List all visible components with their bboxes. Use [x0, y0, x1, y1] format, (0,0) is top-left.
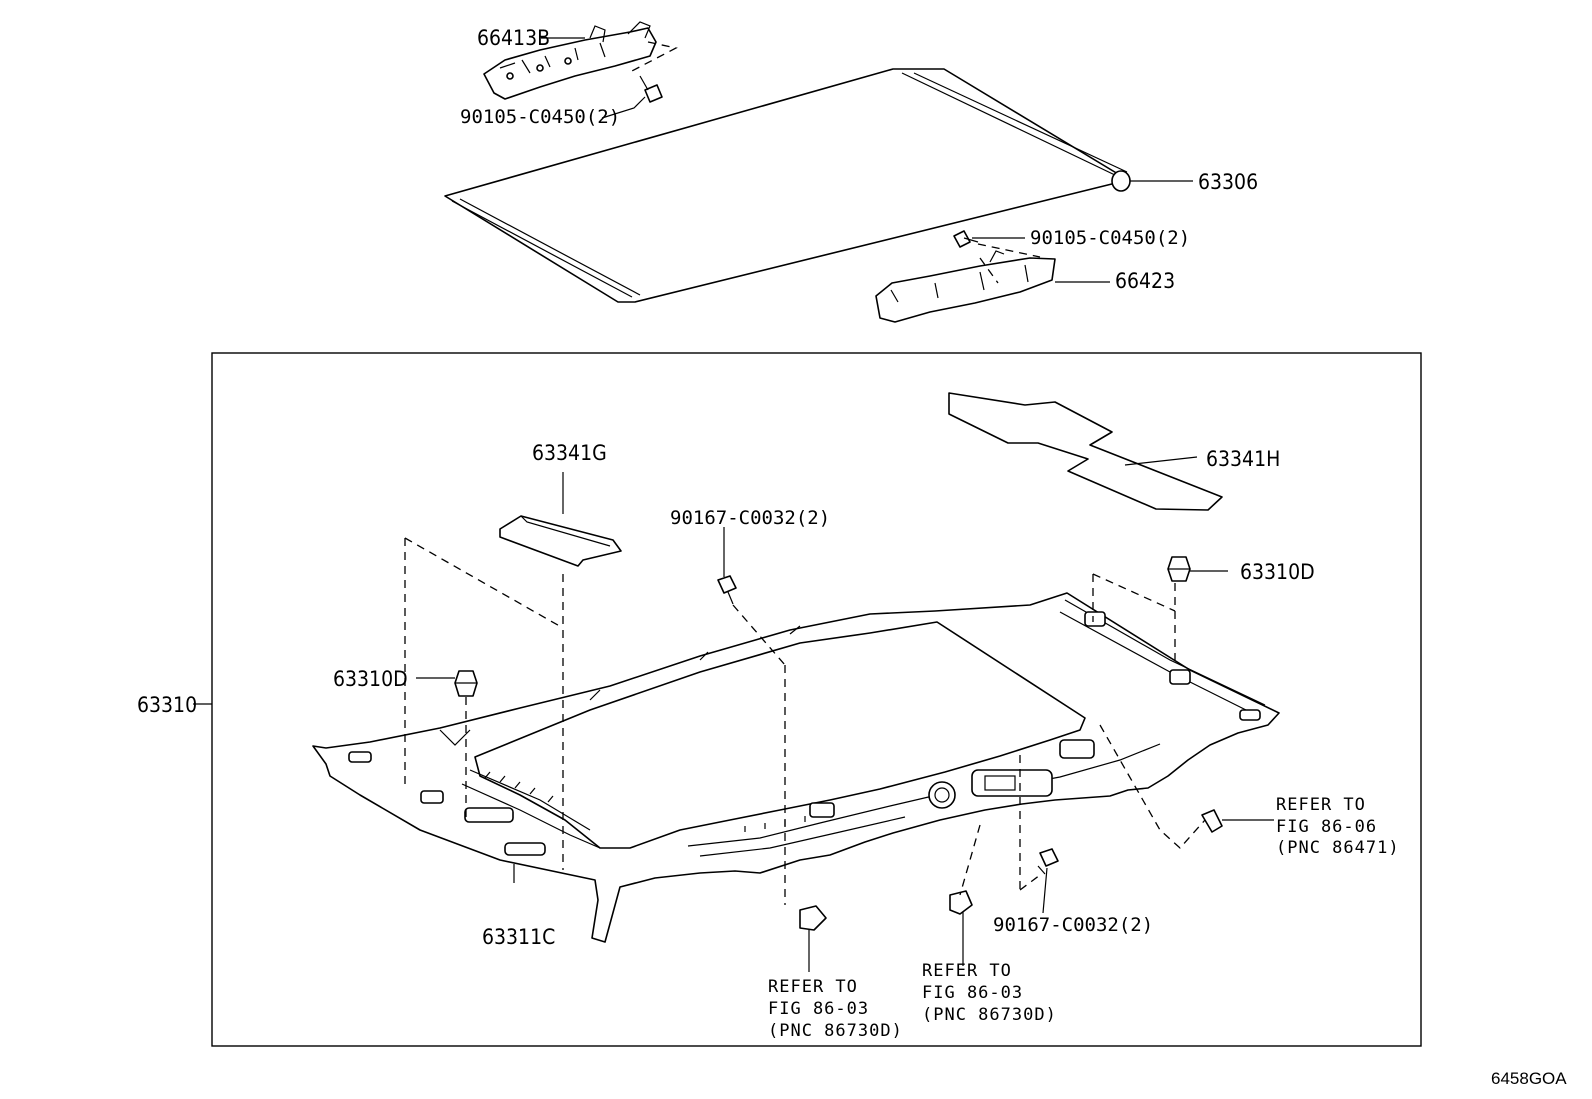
reference-86730D-a-line3: (PNC 86730D) [768, 1021, 903, 1041]
reference-86730D-b: REFER TO FIG 86-03 (PNC 86730D) [922, 961, 1057, 1025]
label-90105-mid: 90105-C0450(2) [1030, 227, 1190, 249]
label-63341G: 63341G [532, 441, 607, 465]
label-63341H: 63341H [1206, 447, 1280, 471]
bolt-90105-top[interactable] [639, 75, 663, 103]
clip-86730D-b[interactable] [949, 890, 973, 915]
clip-63310D-left[interactable] [454, 670, 478, 697]
reference-86730D-b-line1: REFER TO [922, 961, 1012, 981]
screw-90167-bottom[interactable] [1037, 848, 1059, 875]
label-63310D-right: 63310D [1240, 560, 1315, 584]
reference-86471-line3: (PNC 86471) [1276, 838, 1400, 858]
clip-86730D-a[interactable] [799, 905, 827, 931]
screw-90167-top[interactable] [717, 575, 737, 605]
reference-86471-line1: REFER TO [1276, 795, 1366, 815]
label-63310D-left: 63310D [333, 667, 408, 691]
label-63306: 63306 [1198, 170, 1258, 194]
assembly-frame-63310 [211, 352, 1422, 1047]
figure-code: 6458GOA [1491, 1069, 1567, 1088]
bolt-90105-mid[interactable] [953, 230, 979, 248]
reference-86730D-a-line2: FIG 86-03 [768, 999, 869, 1019]
pad-63341G[interactable] [499, 515, 622, 567]
assembly-dash-lines [404, 537, 1206, 905]
roof-panel-63306[interactable] [444, 68, 1131, 303]
label-90167-bottom: 90167-C0032(2) [993, 914, 1153, 936]
reference-86471-line2: FIG 86-06 [1276, 817, 1377, 837]
reference-86730D-b-line3: (PNC 86730D) [922, 1005, 1057, 1025]
label-63311C: 63311C [482, 925, 555, 949]
reference-86730D-a: REFER TO FIG 86-03 (PNC 86730D) [768, 977, 903, 1041]
label-66413B: 66413B [477, 26, 550, 50]
leader-dash-66413B [629, 41, 678, 73]
leader-dash-66423 [977, 243, 1041, 284]
reference-86730D-a-line1: REFER TO [768, 977, 858, 997]
label-63310: 63310 [137, 693, 197, 717]
bracket-66413B[interactable] [483, 21, 657, 100]
leader-lines [193, 37, 1274, 972]
reference-86730D-b-line2: FIG 86-03 [922, 983, 1023, 1003]
bracket-66423[interactable] [875, 250, 1056, 323]
pad-63341H[interactable] [948, 392, 1223, 511]
reference-86471: REFER TO FIG 86-06 (PNC 86471) [1276, 795, 1400, 858]
headliner-63311C[interactable] [312, 592, 1280, 943]
label-90105-top: 90105-C0450(2) [460, 106, 620, 128]
clip-63310D-right[interactable] [1167, 556, 1191, 582]
label-66423: 66423 [1115, 269, 1175, 293]
clip-86471[interactable] [1201, 809, 1223, 833]
label-90167-top: 90167-C0032(2) [670, 507, 830, 529]
